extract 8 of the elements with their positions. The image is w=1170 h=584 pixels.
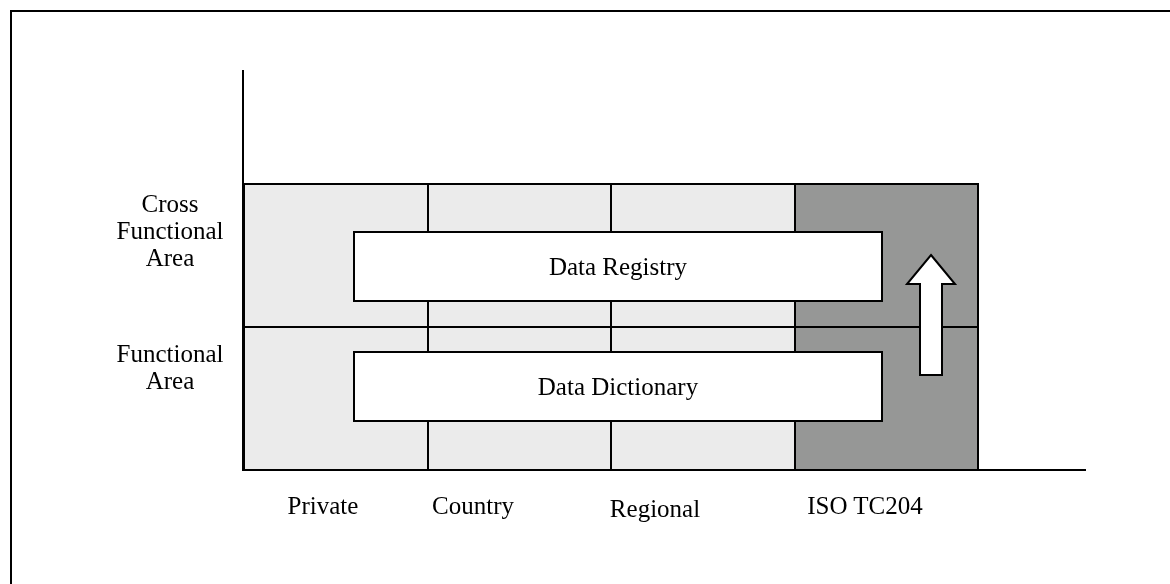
row-label: Cross Functional Area	[115, 190, 225, 271]
layer-box: Data Registry	[353, 231, 883, 302]
column-label: Country	[431, 492, 515, 519]
column-label: Private	[286, 492, 360, 519]
layer-box: Data Dictionary	[353, 351, 883, 422]
row-label: Functional Area	[115, 340, 225, 394]
column-label: ISO TC204	[806, 492, 924, 519]
column-label: Regional	[608, 495, 702, 522]
